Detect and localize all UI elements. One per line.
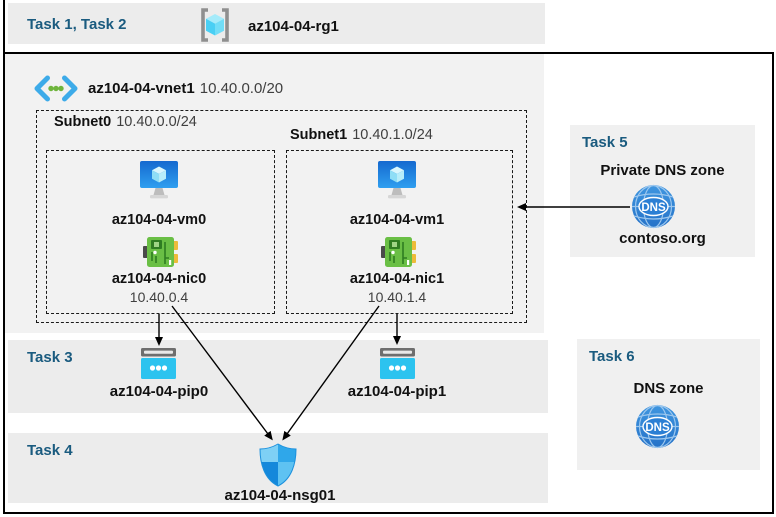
resource-group-icon [198, 7, 232, 43]
network-interface-icon [381, 236, 416, 268]
subnets-outer-boundary [36, 110, 527, 323]
task1-2-label: Task 1, Task 2 [27, 16, 127, 33]
nic1-ip: 10.40.1.4 [367, 289, 427, 305]
virtual-network-icon [33, 75, 79, 102]
vnet-cidr: 10.40.0.0/20 [199, 80, 284, 97]
subnet0-box [46, 150, 275, 314]
subnet0-cidr: 10.40.0.0/24 [116, 114, 197, 130]
nic1-name: az104-04-nic1 [349, 271, 445, 287]
nsg-name: az104-04-nsg01 [224, 487, 336, 504]
nic0-ip: 10.40.0.4 [129, 289, 189, 305]
task6-label: Task 6 [589, 348, 635, 365]
task3-label: Task 3 [27, 349, 73, 366]
nic0-name: az104-04-nic0 [111, 271, 207, 287]
resource-group-name: az104-04-rg1 [248, 18, 339, 35]
dns-icon-text: DNS [641, 202, 666, 214]
virtual-machine-icon [139, 160, 179, 203]
frame-left-line [3, 0, 5, 54]
pip0-name: az104-04-pip0 [109, 383, 209, 400]
diagram-outer-border [3, 52, 774, 514]
subnet1-box [286, 150, 513, 314]
private-dns-zone-title: Private DNS zone [600, 162, 725, 179]
dns-zone-icon: DNS [631, 184, 676, 229]
task6-panel [577, 339, 760, 470]
private-dns-zone-name: contoso.org [619, 230, 706, 247]
subnet0-name: Subnet0 [54, 114, 112, 130]
task3-band [8, 340, 548, 413]
network-interface-icon [143, 236, 178, 268]
vm1-name: az104-04-vm1 [349, 212, 445, 228]
pip1-name: az104-04-pip1 [347, 383, 447, 400]
nsg-shield-icon [258, 443, 298, 487]
subnet1-cidr: 10.40.1.0/24 [352, 127, 433, 143]
dns-zone-title: DNS zone [633, 380, 704, 397]
public-ip-icon [141, 348, 176, 379]
vm0-name: az104-04-vm0 [111, 212, 207, 228]
resource-group-band [8, 3, 545, 44]
virtual-machine-icon [377, 160, 417, 203]
public-ip-icon [380, 348, 415, 379]
dns-zone-icon: DNS [635, 404, 680, 449]
task4-label: Task 4 [27, 442, 73, 459]
subnet1-name: Subnet1 [290, 127, 348, 143]
vnet-name: az104-04-vnet1 [88, 80, 195, 97]
dns-icon-text: DNS [645, 422, 670, 434]
task5-label: Task 5 [582, 134, 628, 151]
